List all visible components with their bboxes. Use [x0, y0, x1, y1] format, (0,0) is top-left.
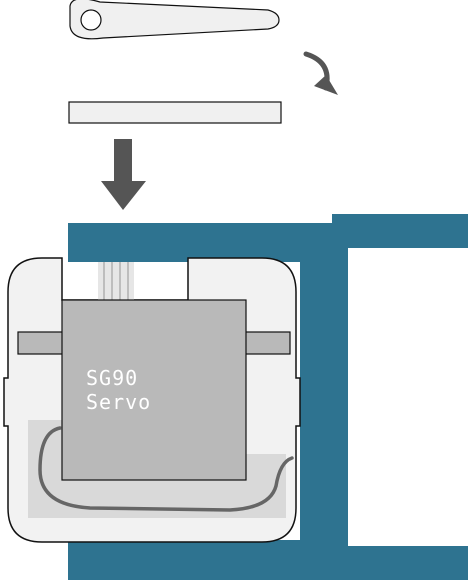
servo-wire [38, 426, 294, 512]
arrow-down-icon [101, 139, 146, 210]
servo-body: SG90 Servo [17, 299, 291, 481]
horn-hole [80, 9, 102, 31]
bracket-shape [68, 214, 468, 580]
flat-plate [68, 101, 282, 124]
servo-connector [98, 262, 134, 300]
servo-horn [69, 0, 280, 40]
servo-name-label: Servo [86, 390, 151, 414]
servo-model-label: SG90 [86, 366, 138, 390]
rotate-clockwise-icon [303, 51, 338, 95]
housing-inner-shade [28, 420, 286, 518]
mounting-bracket [68, 214, 468, 580]
servo-case [61, 299, 247, 481]
